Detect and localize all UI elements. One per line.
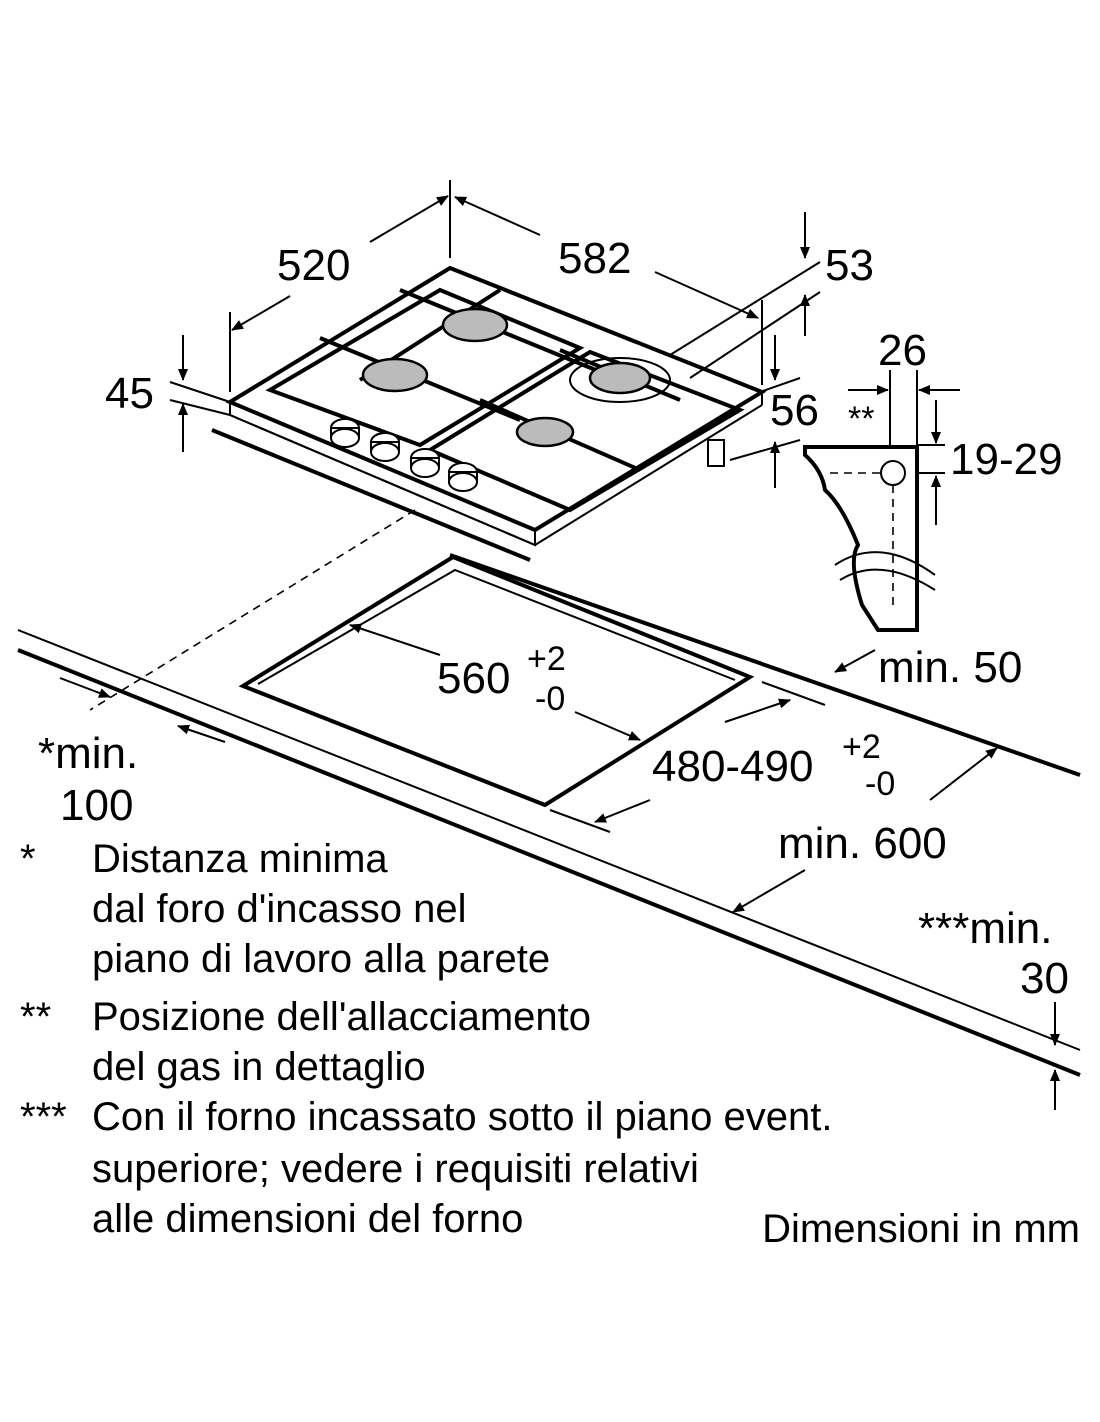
- dim-min-600: min. 600: [778, 819, 947, 868]
- footnotes: * Distanza minima dal foro d'incasso nel…: [20, 837, 832, 1241]
- note-line: del gas in dettaglio: [92, 1045, 426, 1089]
- alignment-dashed-line: [89, 509, 416, 711]
- dim-min-50: min. 50: [878, 643, 1022, 692]
- note-marker: *: [20, 837, 36, 881]
- note-line: Distanza minima: [92, 837, 388, 881]
- burner: [515, 416, 575, 448]
- note-line: superiore; vedere i requisiti relativi: [92, 1147, 699, 1191]
- note-line: Posizione dell'allacciamento: [92, 995, 591, 1039]
- dim-min-100-l1: *min.: [38, 729, 138, 778]
- cutout: [238, 554, 755, 808]
- note-line: piano di lavoro alla parete: [92, 937, 550, 981]
- units-label: Dimensioni in mm: [762, 1207, 1080, 1251]
- dim-min-30-l1: ***min.: [918, 904, 1053, 953]
- gas-hob: [211, 265, 767, 562]
- dim-560-tol-minus: -0: [535, 680, 565, 718]
- dimension-lines: [59, 180, 1060, 1110]
- note-line: alle dimensioni del forno: [92, 1197, 523, 1241]
- gas-connection-profile: [803, 445, 936, 632]
- countertop: [17, 553, 1081, 1077]
- dim-560-tol-plus: +2: [527, 640, 566, 678]
- note-line: dal foro d'incasso nel: [92, 887, 467, 931]
- dim-480-tol-plus: +2: [842, 728, 881, 766]
- dim-26: 26: [878, 326, 927, 375]
- note-marker: **: [20, 995, 51, 1039]
- burner: [361, 357, 429, 393]
- gas-marker: **: [848, 400, 874, 438]
- dim-19-29: 19-29: [950, 435, 1063, 484]
- gas-connector: [707, 439, 725, 467]
- note-line: Con il forno incassato sotto il piano ev…: [92, 1095, 832, 1139]
- dim-560: 560: [437, 654, 510, 703]
- dim-56: 56: [770, 386, 819, 435]
- burner: [588, 361, 652, 395]
- dim-45: 45: [105, 369, 154, 418]
- note-marker: ***: [20, 1095, 67, 1139]
- dim-582: 582: [558, 234, 631, 283]
- dim-480-490: 480-490: [652, 742, 813, 791]
- dim-53: 53: [825, 241, 874, 290]
- dim-480-tol-minus: -0: [865, 765, 895, 803]
- dim-520: 520: [277, 241, 350, 290]
- burner: [441, 307, 509, 343]
- dim-min-30-l2: 30: [1020, 954, 1069, 1003]
- dim-min-100-l2: 100: [60, 781, 133, 830]
